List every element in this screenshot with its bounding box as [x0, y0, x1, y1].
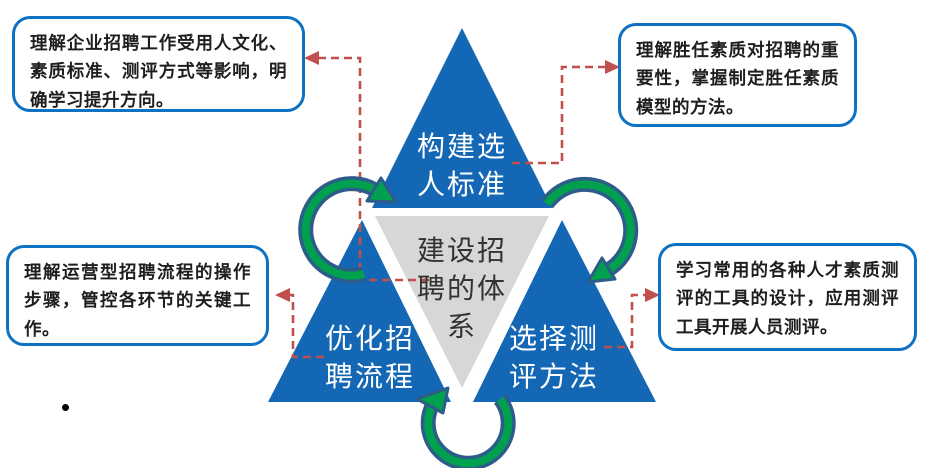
connector-center-to-top-left — [317, 56, 429, 282]
connector-top-to-top-right — [512, 65, 606, 165]
pyramid-top-label-line2: 人标准 — [416, 169, 507, 200]
cycle-arrow-left-icon — [298, 176, 398, 284]
pyramid-bottom-right-section — [473, 220, 656, 402]
callout-mid-right-text: 学习常用的各种人才素质测评的工具的设计，应用测评工具开展人员测评。 — [676, 260, 899, 337]
pyramid-center-label-line2: 聘的体 — [416, 273, 507, 304]
pyramid-bottom-left-section — [268, 220, 451, 402]
cycle-arrow-bottom-icon — [415, 386, 516, 468]
callout-mid-left: 理解运营型招聘流程的操作步骤，管控各环节的关键工作。 — [6, 245, 269, 346]
list-bullet-dot — [62, 404, 69, 411]
pyramid-bl-label-line1: 优化招 — [324, 323, 415, 354]
pyramid-br-label-line1: 选择测 — [508, 323, 599, 354]
pyramid-center-label-line3: 系 — [446, 311, 477, 342]
pyramid-bottom-right-label: 选择测 评方法 — [484, 320, 624, 396]
callout-top-left: 理解企业招聘工作受用人文化、素质标准、测评方式等影响，明确学习提升方向。 — [12, 16, 305, 112]
callout-top-right-text: 理解胜任素质对招聘的重要性，掌握制定胜任素质模型的方法。 — [636, 40, 839, 117]
pyramid-top-label-line1: 构建选 — [416, 131, 507, 162]
arrowhead-left-icon — [275, 288, 290, 302]
pyramid-center-label: 建设招 聘的体 系 — [392, 232, 532, 346]
connector-arrowheads — [275, 51, 660, 302]
arrowhead-right-icon — [605, 60, 620, 74]
connector-bottomright-to-mid-right — [604, 293, 646, 349]
callout-top-right: 理解胜任素质对招聘的重要性，掌握制定胜任素质模型的方法。 — [618, 23, 857, 127]
pyramid-center-section — [375, 216, 549, 388]
pyramid-top-section — [372, 28, 552, 208]
pyramid-top-label: 构建选 人标准 — [392, 128, 532, 204]
callout-mid-left-text: 理解运营型招聘流程的操作步骤，管控各环节的关键工作。 — [24, 262, 251, 339]
pyramid-br-label-line2: 评方法 — [508, 361, 599, 392]
callout-mid-right: 学习常用的各种人才素质测评的工具的设计，应用测评工具开展人员测评。 — [658, 243, 917, 351]
connectors — [288, 56, 646, 359]
pyramid — [268, 28, 656, 402]
cycle-arrow-right-icon — [540, 176, 639, 284]
arrowhead-left-icon — [304, 51, 319, 65]
cycle-arrows — [298, 176, 639, 468]
arrowhead-right-icon — [645, 288, 660, 302]
pyramid-center-label-line1: 建设招 — [416, 235, 507, 266]
connector-bottomleft-to-mid-left — [288, 293, 324, 359]
pyramid-bottom-left-label: 优化招 聘流程 — [300, 320, 440, 396]
pyramid-bl-label-line2: 聘流程 — [324, 361, 415, 392]
callout-top-left-text: 理解企业招聘工作受用人文化、素质标准、测评方式等影响，明确学习提升方向。 — [30, 33, 287, 110]
